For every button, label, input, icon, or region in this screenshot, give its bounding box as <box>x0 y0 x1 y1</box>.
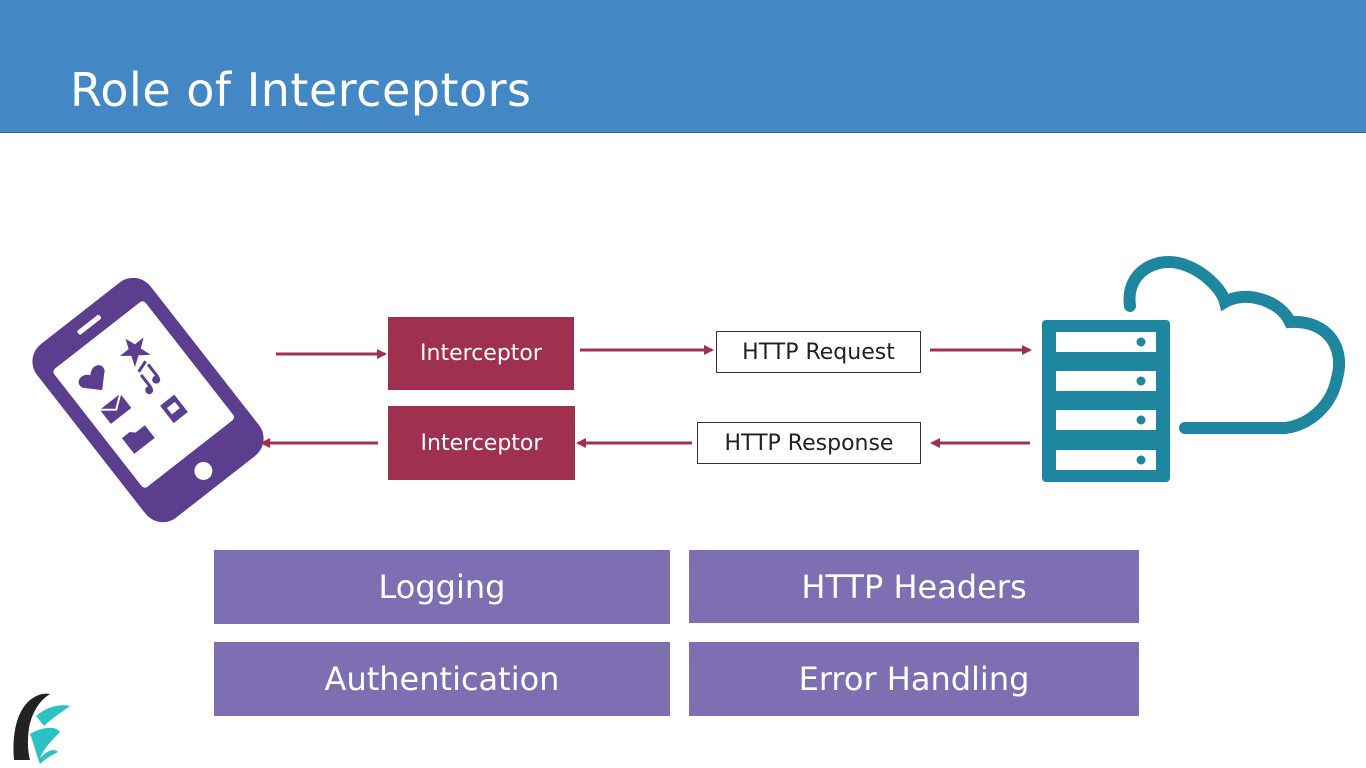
use-tile-http-headers: HTTP Headers <box>689 550 1139 623</box>
smartphone-icon <box>32 277 264 523</box>
response-interceptor-box: Interceptor <box>388 406 575 480</box>
http-request-box: HTTP Request <box>716 331 921 373</box>
server-cloud-icon <box>1042 256 1346 482</box>
use-tile-authentication: Authentication <box>214 642 670 716</box>
brand-logo-icon <box>13 693 70 764</box>
use-tile-error-handling: Error Handling <box>689 642 1139 716</box>
request-interceptor-box: Interceptor <box>388 317 574 390</box>
http-response-box: HTTP Response <box>697 422 921 464</box>
slide-title: Role of Interceptors <box>70 63 532 117</box>
slide-header: Role of Interceptors <box>0 0 1366 133</box>
use-tile-logging: Logging <box>214 550 670 624</box>
